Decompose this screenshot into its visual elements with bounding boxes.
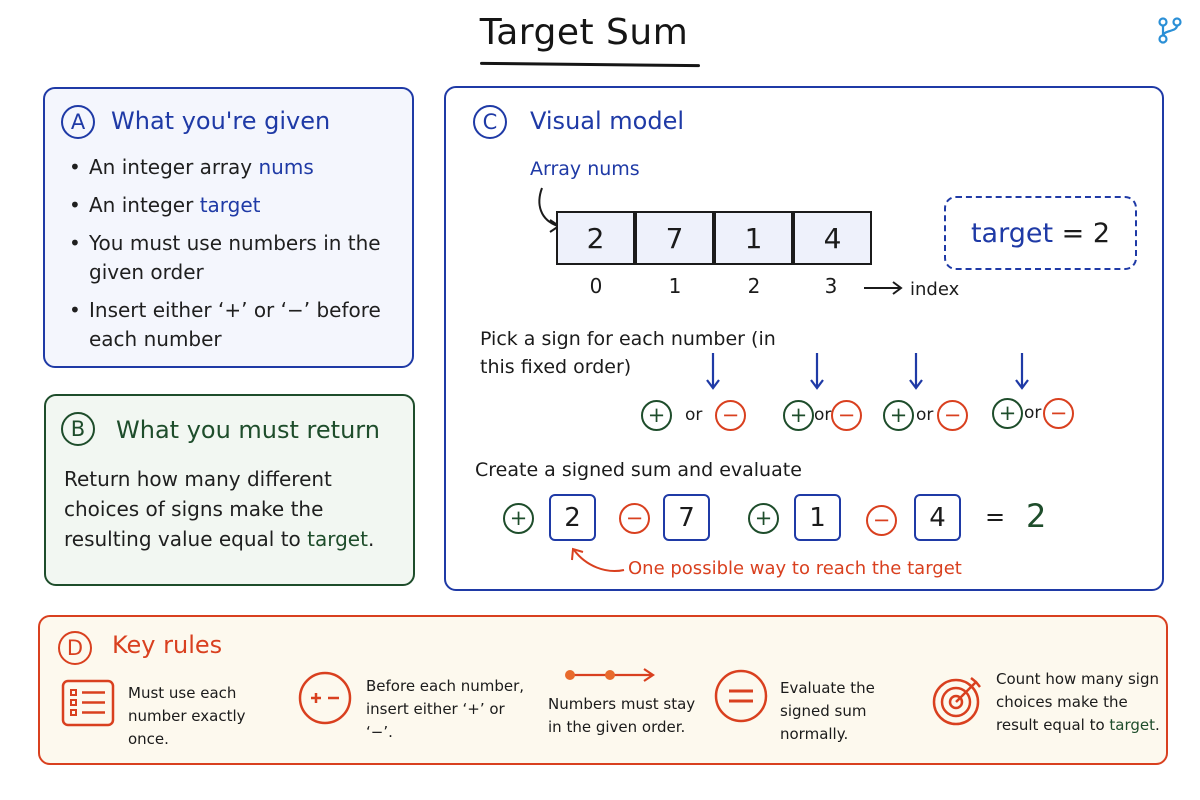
- minus-sign-icon: −: [715, 400, 746, 431]
- plus-sign-icon: +: [883, 400, 914, 431]
- rule-text: Must use each number exactly once.: [128, 684, 246, 748]
- minus-sign-icon: −: [831, 400, 862, 431]
- return-text: Return how many different choices of sig…: [64, 467, 332, 551]
- given-list: An integer array nums An integer target …: [69, 153, 399, 363]
- index-label: index: [910, 279, 960, 300]
- panel-d-badge: D: [58, 631, 92, 665]
- panel-return: B What you must return Return how many d…: [44, 394, 415, 586]
- rule-text: Evaluate the signed sum normally.: [780, 679, 875, 743]
- down-arrow-icon: [810, 353, 824, 390]
- plus-sign-icon: +: [992, 398, 1023, 429]
- expression-number: 7: [663, 494, 710, 541]
- minus-sign-icon: −: [866, 505, 897, 536]
- plus-sign-icon: +: [641, 400, 672, 431]
- equals-sign: =: [985, 503, 1006, 531]
- target-label: target: [970, 217, 1054, 249]
- array-cell: 4: [793, 211, 872, 265]
- given-item-text: You must use numbers in the given order: [89, 231, 381, 284]
- array-index: 0: [589, 274, 603, 298]
- plus-sign-icon: +: [748, 503, 779, 534]
- down-arrow-icon: [1015, 353, 1029, 390]
- rule-text: Numbers must stay in the given order.: [548, 695, 696, 736]
- panel-a-title: What you're given: [111, 107, 331, 135]
- create-sum-instruction: Create a signed sum and evaluate: [475, 459, 802, 481]
- plus-sign-icon: +: [783, 400, 814, 431]
- target-equals-value: = 2: [1053, 217, 1111, 249]
- or-label: or: [916, 405, 934, 425]
- array-index: 2: [747, 274, 761, 298]
- array-index: 1: [668, 274, 682, 298]
- nums-keyword: nums: [258, 155, 314, 179]
- array-index: 3: [824, 274, 838, 298]
- given-item-order: You must use numbers in the given order: [69, 229, 399, 287]
- expression-number: 2: [549, 494, 596, 541]
- target-icon: [932, 677, 981, 726]
- given-item-signs: Insert either ‘+’ or ‘−’ before each num…: [69, 296, 399, 354]
- given-item-text: An integer: [89, 193, 200, 217]
- panel-d-title: Key rules: [112, 631, 223, 659]
- index-arrow-icon: [864, 281, 903, 295]
- return-suffix: .: [367, 527, 375, 551]
- rule-text: Before each number, insert either ‘+’ or…: [366, 677, 525, 741]
- given-item-text: Insert either ‘+’ or ‘−’ before each num…: [89, 298, 381, 351]
- minus-sign-icon: −: [937, 400, 968, 431]
- minus-sign-icon: −: [1043, 398, 1074, 429]
- possible-way-note: One possible way to reach the target: [628, 558, 962, 579]
- panel-given: A What you're given An integer array num…: [43, 87, 414, 368]
- panel-a-badge: A: [61, 105, 95, 139]
- order-arrow-icon: [565, 668, 655, 682]
- given-item-text: An integer array: [89, 155, 259, 179]
- equals-icon: [714, 669, 768, 723]
- target-keyword: target: [1109, 716, 1156, 734]
- expression-number: 1: [794, 494, 841, 541]
- array-label: Array nums: [530, 158, 640, 180]
- rule-text-main: Count how many sign choices make the res…: [996, 670, 1160, 734]
- rule-text-suffix: .: [1155, 716, 1160, 734]
- panel-c-badge: C: [473, 105, 507, 139]
- expression-result: 2: [1026, 497, 1047, 535]
- panel-b-title: What you must return: [116, 416, 380, 444]
- curved-arrow-icon: [571, 547, 625, 572]
- plus-sign-icon: +: [503, 503, 534, 534]
- pick-sign-instruction: Pick a sign for each number (in this fix…: [480, 328, 776, 378]
- or-label: or: [1024, 403, 1042, 423]
- target-keyword: target: [307, 527, 368, 551]
- or-label: or: [685, 405, 703, 425]
- array-cell: 2: [556, 211, 635, 265]
- panel-key-rules: D Key rules: [38, 615, 1168, 765]
- expression-number: 4: [914, 494, 961, 541]
- list-icon: [61, 679, 115, 727]
- target-keyword: target: [199, 193, 261, 217]
- array-cell: 7: [635, 211, 714, 265]
- return-description: Return how many different choices of sig…: [64, 464, 399, 554]
- rule-text: Count how many sign choices make the res…: [996, 668, 1161, 737]
- down-arrow-icon: [706, 353, 720, 390]
- target-value-box: target = 2: [944, 196, 1137, 270]
- array-cell: 1: [714, 211, 793, 265]
- minus-sign-icon: −: [619, 503, 650, 534]
- given-item-target: An integer target: [69, 191, 399, 220]
- title-underline: [479, 61, 701, 68]
- given-item-array: An integer array nums: [69, 153, 399, 182]
- panel-c-title: Visual model: [530, 107, 685, 135]
- plus-minus-icon: [298, 671, 352, 725]
- or-label: or: [814, 405, 832, 425]
- down-arrow-icon: [909, 353, 923, 390]
- panel-b-badge: B: [61, 412, 95, 446]
- page-title: Target Sum: [479, 12, 689, 53]
- branch-icon[interactable]: [1154, 14, 1186, 46]
